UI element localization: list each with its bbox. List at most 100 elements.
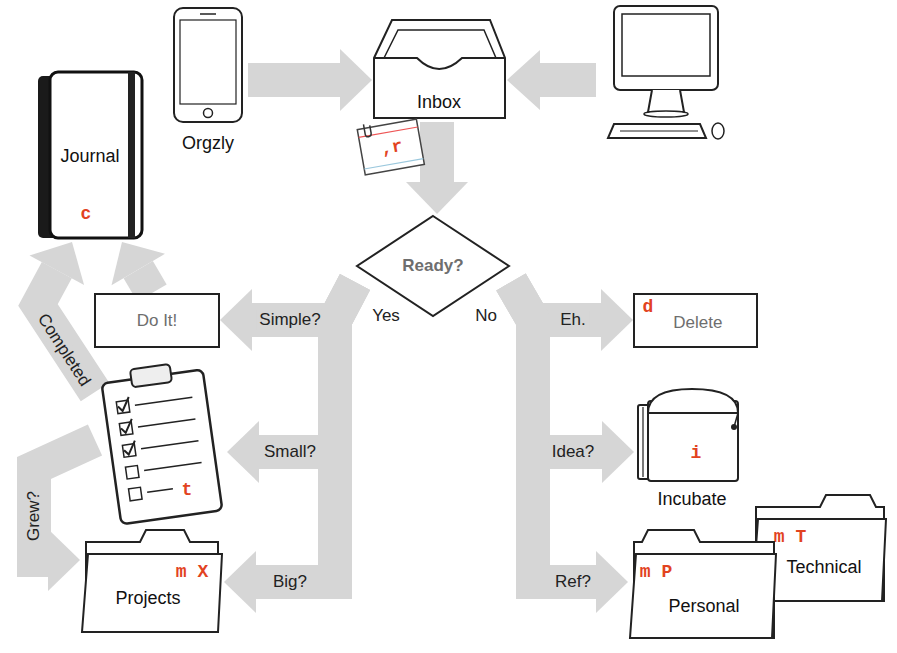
index-card: [363, 123, 371, 137]
phone-icon: [204, 109, 213, 118]
journal-book: [128, 72, 135, 238]
node-label: Inbox: [417, 92, 461, 113]
key-binding: t: [182, 480, 193, 501]
arrow-head: [220, 289, 252, 351]
inbox-tray: [384, 30, 496, 58]
index-card: [359, 127, 418, 137]
arrow-head: [112, 242, 165, 285]
clipboard-checklist: [120, 419, 134, 434]
accordion-file: [731, 424, 737, 430]
inbox-tray: [374, 20, 505, 118]
index-card: [364, 159, 423, 169]
node-label: Incubate: [657, 489, 726, 510]
key-binding: d: [643, 297, 654, 318]
flow-arrow: [507, 50, 596, 110]
arrow-band: [420, 122, 454, 182]
arrow-head: [227, 421, 259, 483]
folder: [628, 528, 778, 642]
edge-label: Big?: [270, 572, 310, 592]
folder: m PPersonal: [628, 528, 778, 642]
arrow-band: [511, 282, 596, 582]
arrow-band: [248, 63, 340, 97]
arrow-band: [38, 270, 95, 392]
clipboard-checklist: [102, 369, 223, 524]
arrow-head: [601, 289, 633, 351]
arrow-head: [602, 421, 634, 483]
clipboard-checklist: [147, 489, 173, 493]
edge-label: Small?: [261, 442, 319, 462]
computer-icon: [620, 131, 698, 132]
phone-icon: Orgzly: [168, 6, 248, 156]
process-box: Do It!: [94, 293, 220, 348]
computer-icon: [648, 90, 684, 112]
key-binding: c: [81, 204, 92, 225]
decision-diamond: [357, 216, 509, 316]
computer-icon: [644, 111, 688, 117]
phone-icon: [174, 8, 242, 122]
computer-arrow: [507, 50, 596, 110]
journal-book: Journal c: [36, 68, 150, 242]
node-label: Do It!: [137, 311, 178, 331]
accordion-file: [648, 389, 738, 413]
edge-label: Eh.: [557, 310, 589, 330]
process-box: dDelete: [633, 293, 758, 348]
arrow-band: [256, 282, 355, 582]
key-binding: i: [691, 443, 702, 464]
arrow-head: [48, 529, 80, 591]
clipboard-checklist: [141, 441, 198, 449]
flow-arrow: [224, 282, 355, 613]
folder: m XProjects: [80, 528, 224, 636]
clipboard-checklist: [123, 441, 137, 456]
clipboard-checklist: [135, 397, 192, 405]
edge-label: Idea?: [549, 442, 598, 462]
key-binding: m P: [640, 562, 672, 583]
index-card: ,r: [353, 113, 428, 184]
arrow-head: [596, 551, 628, 613]
computer-icon: [622, 14, 710, 76]
arrow-band: [138, 270, 152, 293]
clipboard-checklist: t: [95, 362, 227, 522]
computer-icon: [608, 124, 706, 138]
arrow-head: [406, 182, 468, 214]
accordion-file: iIncubate: [634, 383, 744, 511]
clipboard-checklist: [95, 362, 227, 522]
clipboard-checklist: [100, 360, 222, 525]
key-binding: ,r: [380, 136, 405, 160]
computer-icon: [608, 6, 724, 139]
edge-label: Ref?: [552, 572, 594, 592]
folder: [630, 554, 776, 638]
edge-label: Completed: [32, 308, 96, 393]
folder: [82, 554, 222, 632]
phone-icon: [180, 20, 236, 104]
node-label: Projects: [115, 588, 180, 609]
inbox-tray: [374, 58, 505, 69]
flow-arrow: [511, 282, 628, 613]
arrow-head: [340, 49, 372, 111]
arrow-head: [224, 551, 256, 613]
inbox-tray: Inbox: [372, 18, 507, 122]
flow-arrow: [30, 242, 95, 392]
edge-label: Grew?: [24, 488, 44, 544]
folder: [752, 519, 886, 601]
arrow-head: [30, 242, 85, 285]
node-label: Delete: [673, 313, 722, 333]
clipboard-checklist: [144, 463, 201, 471]
flow-arrow: [248, 49, 372, 111]
node-label: Orgzly: [182, 133, 234, 154]
computer-icon: [712, 123, 724, 139]
branch-label: Yes: [369, 306, 403, 326]
edge-label: Simple?: [256, 310, 323, 330]
clipboard-checklist: [117, 397, 131, 412]
clipboard-checklist: [125, 465, 139, 479]
node-label: Journal: [60, 146, 119, 167]
decision-label: Ready?: [402, 256, 463, 276]
phone-icon: [200, 13, 216, 15]
journal-book: [50, 72, 142, 238]
folder: [80, 528, 224, 636]
index-card: [357, 119, 424, 175]
computer-icon: [614, 6, 718, 90]
node-label: Technical: [786, 557, 861, 578]
clipboard-checklist: [130, 364, 172, 387]
decision-diamond: Ready?: [355, 214, 511, 318]
clipboard-checklist: [129, 487, 143, 501]
